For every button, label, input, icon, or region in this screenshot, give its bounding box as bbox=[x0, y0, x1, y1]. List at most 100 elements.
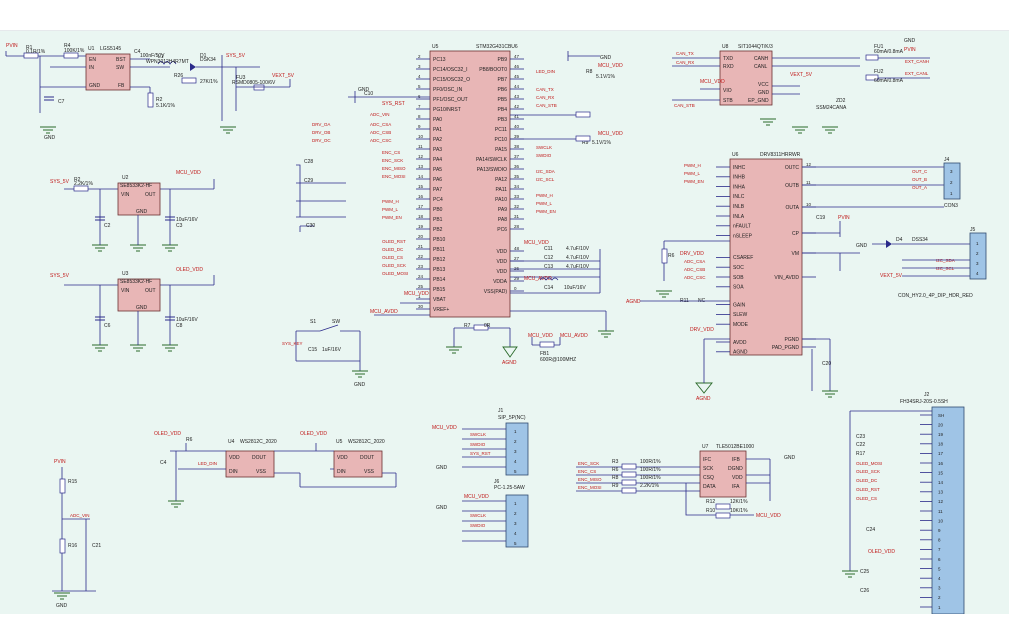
j4-body[interactable] bbox=[943, 162, 961, 200]
j6-pin-3: 3 bbox=[514, 521, 517, 526]
mcu-pin-name: VDD bbox=[496, 259, 507, 265]
j1-body[interactable] bbox=[505, 422, 529, 476]
ldo1-c1: C2 bbox=[104, 223, 111, 229]
c14-value: 10uF/16V bbox=[564, 285, 586, 291]
net-adc-csb: ADC_CSB bbox=[370, 130, 391, 135]
net-swclk: SWCLK bbox=[536, 145, 552, 150]
j2-pin-number: 8 bbox=[938, 538, 941, 543]
mcu-pin-number: 37 bbox=[514, 154, 520, 159]
led2-chip[interactable] bbox=[333, 450, 383, 478]
can-pin-canh: CANH bbox=[754, 56, 769, 62]
resistor-r26[interactable] bbox=[181, 77, 197, 84]
can-chip[interactable] bbox=[719, 50, 773, 106]
d4-ref: D4 bbox=[896, 237, 903, 243]
mcu-pin-name: PB6 bbox=[498, 87, 508, 93]
j5-body[interactable] bbox=[969, 232, 987, 280]
resistor-r7[interactable] bbox=[473, 324, 489, 331]
j2-net-sck: OLED_SCK bbox=[856, 469, 880, 474]
mcu-chip[interactable] bbox=[429, 50, 511, 318]
fb1-value: 600R@100MHZ bbox=[540, 357, 576, 363]
j6-pin-5: 5 bbox=[514, 541, 517, 546]
j2-pin-number: 10 bbox=[938, 518, 944, 523]
ldo2-chip[interactable] bbox=[117, 278, 161, 312]
diode-d1[interactable] bbox=[190, 63, 196, 71]
gnd-mcu-rst: GND bbox=[358, 87, 370, 93]
j6-body[interactable] bbox=[505, 494, 529, 548]
led1-chip[interactable] bbox=[225, 450, 275, 478]
mcu-pin-name: PA8 bbox=[498, 217, 507, 223]
resistor-r8[interactable] bbox=[575, 111, 591, 118]
resistor-r10[interactable] bbox=[715, 512, 731, 519]
j2-body[interactable] bbox=[931, 406, 965, 615]
fuse-fu1[interactable] bbox=[865, 54, 879, 61]
mcu-pin-number: 44 bbox=[514, 84, 520, 89]
enc-r10-val: 10K/1% bbox=[730, 508, 748, 514]
j4-pin-3: 3 bbox=[950, 169, 953, 174]
net-pwm-h: PWM_H bbox=[382, 199, 399, 204]
buck-chip[interactable] bbox=[85, 53, 131, 91]
resistor-r9[interactable] bbox=[575, 135, 591, 142]
mcu-pin-number: 17 bbox=[418, 204, 424, 209]
r2b-ref: R2 bbox=[156, 97, 163, 103]
mcu-pin-number: 7 bbox=[418, 104, 421, 109]
driver-pin-name: SOC bbox=[733, 265, 744, 271]
ldo2-c1: C6 bbox=[104, 323, 111, 329]
drv-net-sob: ADC_CSB bbox=[684, 267, 705, 272]
mcu-right-pins: PB947PB8/BOOT046PB745PB644PB543PB442PB34… bbox=[476, 54, 524, 295]
fuse-fu3[interactable] bbox=[253, 84, 265, 91]
ldo1-chip[interactable] bbox=[117, 182, 161, 216]
d4-value: DSS34 bbox=[912, 237, 928, 243]
inductor-l1[interactable] bbox=[157, 61, 177, 65]
net-swdio: SWDIO bbox=[536, 153, 552, 158]
connector-j6: J6 PC-1.25-5AW 1 2 3 4 5 MCU_VDD SWCLK S… bbox=[436, 479, 529, 548]
d1-value: DSK34 bbox=[200, 57, 216, 63]
resistor-r1[interactable] bbox=[23, 52, 39, 59]
net-adc-csc: ADC_CSC bbox=[370, 138, 392, 143]
schematic-canvas[interactable]: PVIN R1 0.1R/1% R4 100K/1% U1 LGS5145 EN… bbox=[0, 31, 1009, 615]
c15-ref: C15 bbox=[308, 347, 317, 353]
inductor-l2[interactable] bbox=[539, 277, 559, 281]
resistor-r3[interactable] bbox=[621, 463, 637, 470]
mcu-pin-name: PC14/OSC32_I bbox=[433, 67, 467, 73]
led2-part: WS2812C_2020 bbox=[348, 439, 385, 445]
mcu-pin-number: 35 bbox=[514, 174, 520, 179]
mcu-pin-number: 6 bbox=[418, 94, 421, 99]
led1-pin-vss: VSS bbox=[256, 469, 267, 475]
resistor-r9e[interactable] bbox=[621, 487, 637, 494]
led2-pin-dout: DOUT bbox=[360, 455, 374, 461]
connector-j4: J4 CON3 3 2 1 bbox=[943, 157, 961, 209]
j1-pin-5: 5 bbox=[514, 469, 517, 474]
buck-converter: PVIN R1 0.1R/1% R4 100K/1% U1 LGS5145 EN… bbox=[5, 43, 295, 141]
r4-value: 100K/1% bbox=[64, 48, 85, 54]
resistor-r2[interactable] bbox=[73, 185, 89, 192]
fuse-fu2[interactable] bbox=[865, 74, 879, 81]
l1-part: WPN3012H4R7MT bbox=[146, 59, 189, 65]
net-adc-csa: ADC_CSA bbox=[370, 122, 391, 127]
switch-lever[interactable] bbox=[319, 324, 339, 332]
resistor-r8e[interactable] bbox=[621, 479, 637, 486]
c12-value: 4.7uF/10V bbox=[566, 255, 590, 261]
j1-net-mcuvdd: MCU_VDD bbox=[432, 425, 457, 431]
drv-agnd-gain: AGND bbox=[626, 299, 641, 305]
j1-pin-1: 1 bbox=[514, 429, 517, 434]
resistor-r4[interactable] bbox=[63, 52, 79, 59]
j2-pin-number: 19 bbox=[938, 432, 944, 437]
net-mcuvdd-vdd: MCU_VDD bbox=[524, 240, 549, 246]
diode-d4[interactable] bbox=[886, 240, 892, 248]
resistor-r15[interactable] bbox=[59, 478, 66, 494]
mcu-pin-number: 5 bbox=[418, 84, 421, 89]
r15-ref: R15 bbox=[68, 479, 77, 485]
ferrite-fb1[interactable] bbox=[539, 341, 555, 348]
div-gnd: GND bbox=[56, 603, 68, 609]
encoder-chip[interactable] bbox=[699, 450, 747, 498]
resistor-r2b[interactable] bbox=[147, 92, 154, 108]
ldo-oled: SYS_5V U3 SE8533K2-HF VIN OUT GND C6 C8 … bbox=[50, 267, 215, 352]
div-net-adcvin: ADC_VIN bbox=[70, 513, 90, 518]
resistor-r6e[interactable] bbox=[621, 471, 637, 478]
resistor-r6[interactable] bbox=[661, 248, 668, 264]
driver-pin-name: VM bbox=[792, 251, 800, 257]
resistor-r16[interactable] bbox=[59, 538, 66, 554]
resistor-r12[interactable] bbox=[715, 503, 731, 510]
mcu-pin-name: VSS(PAD) bbox=[484, 289, 508, 295]
j1-pin-3: 3 bbox=[514, 449, 517, 454]
